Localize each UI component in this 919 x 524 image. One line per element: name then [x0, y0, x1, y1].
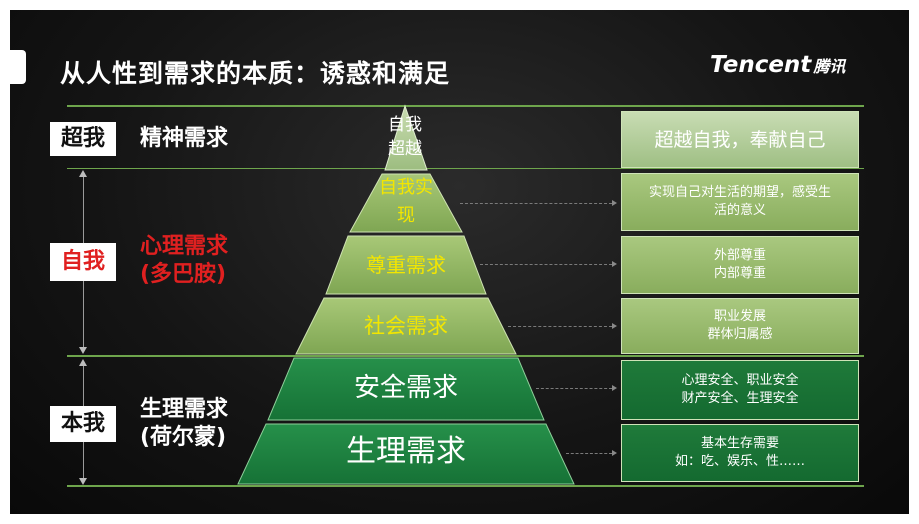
pyramid-tier-esteem [325, 235, 487, 295]
description-physiological: 基本生存需要 如：吃、娱乐、性…… [621, 424, 859, 482]
level-box-superego: 超我 [50, 122, 116, 156]
level-box-superego-text: 超我 [60, 126, 105, 151]
divider-top [67, 105, 864, 107]
description-2-line-1: 外部尊重 [713, 248, 766, 263]
slide-title: 从人性到需求的本质：诱惑和满足 [60, 59, 451, 88]
ego-arrow-down-icon [79, 347, 87, 354]
divider-bottom [67, 485, 864, 487]
level-box-id-text: 本我 [60, 411, 105, 436]
pyramid-tier-physiological [237, 423, 575, 485]
level-name-ego-line-2: (多巴胺) [140, 262, 227, 287]
level-name-superego-line: 精神需求 [140, 126, 229, 151]
pyramid-diagram [237, 104, 575, 485]
divider-superego [67, 168, 864, 169]
pyramid-label-esteem: 尊重需求 [326, 250, 486, 280]
brand-text: Tencent [710, 52, 812, 78]
brand-cn-text: 腾讯 [813, 57, 846, 76]
description-4-line-2: 财产安全、生理安全 [681, 391, 799, 406]
pyramid-label-physiological: 生理需求 [266, 432, 546, 472]
pyramid-label-3-line: 社会需求 [364, 314, 448, 338]
description-self-transcendence: 超越自我，奉献自己 [621, 111, 859, 168]
pyramid-label-self-transcendence: 自我 超越 [365, 113, 445, 161]
description-3-line-1: 职业发展 [713, 309, 766, 324]
description-1-line-1: 实现自己对生活的期望，感受生 [648, 185, 831, 200]
description-4-line-1: 心理安全、职业安全 [681, 373, 799, 388]
connector-arrow-icon [612, 323, 617, 329]
pyramid-label-safety: 安全需求 [286, 370, 526, 406]
connector-arrow-icon [612, 450, 617, 456]
level-name-id-line-1: 生理需求 [140, 397, 229, 422]
level-name-ego-line-1: 心理需求 [140, 234, 229, 259]
level-name-ego: 心理需求 (多巴胺) [140, 233, 228, 289]
connector-arrow-icon [612, 261, 617, 267]
connector-social [508, 326, 612, 327]
level-name-id-line-2: (荷尔蒙) [140, 425, 227, 450]
level-box-id: 本我 [50, 406, 116, 442]
level-box-ego: 自我 [50, 243, 116, 281]
id-arrow-down-icon [79, 478, 87, 485]
level-name-superego: 精神需求 [140, 125, 228, 153]
connector-safety [536, 388, 612, 389]
pyramid-label-0-line-1: 自我 [388, 115, 422, 135]
pyramid-label-self-actualization: 自我实 现 [356, 174, 456, 230]
pyramid-label-2-line: 尊重需求 [366, 253, 446, 277]
connector-arrow-icon [612, 385, 617, 391]
description-0-line-1: 超越自我，奉献自己 [654, 128, 826, 151]
description-esteem: 外部尊重 内部尊重 [621, 236, 859, 294]
pyramid-tier-self-transcendence [384, 104, 428, 171]
description-3-line-2: 群体归属感 [707, 327, 773, 342]
description-self-actualization: 实现自己对生活的期望，感受生 活的意义 [621, 173, 859, 231]
pyramid-label-1-line-2: 现 [397, 205, 415, 226]
description-1-line-2: 活的意义 [713, 203, 766, 218]
connector-self-actualization [460, 203, 612, 204]
description-social: 职业发展 群体归属感 [621, 298, 859, 354]
divider-ego [67, 355, 864, 357]
ego-arrow-up-icon [79, 170, 87, 177]
pyramid-tier-safety [267, 357, 545, 421]
connector-arrow-icon [612, 200, 617, 206]
pyramid-label-0-line-2: 超越 [388, 139, 422, 159]
pyramid-label-social: 社会需求 [306, 311, 506, 341]
description-safety: 心理安全、职业安全 财产安全、生理安全 [621, 360, 859, 420]
id-arrow-up-icon [79, 359, 87, 366]
slide-tab-marker [10, 50, 26, 84]
connector-esteem [480, 264, 612, 265]
description-5-line-1: 基本生存需要 [700, 436, 779, 451]
level-name-id: 生理需求 (荷尔蒙) [140, 396, 228, 452]
description-2-line-2: 内部尊重 [713, 266, 766, 281]
level-box-ego-text: 自我 [60, 249, 105, 274]
pyramid-tier-self-actualization [349, 173, 463, 233]
description-5-line-2: 如：吃、娱乐、性…… [674, 454, 805, 469]
pyramid-label-5-line: 生理需求 [346, 434, 466, 469]
pyramid-label-1-line-1: 自我实 [379, 177, 433, 198]
pyramid-tier-social [295, 297, 517, 355]
connector-physiological [566, 453, 612, 454]
pyramid-label-4-line: 安全需求 [353, 373, 458, 403]
